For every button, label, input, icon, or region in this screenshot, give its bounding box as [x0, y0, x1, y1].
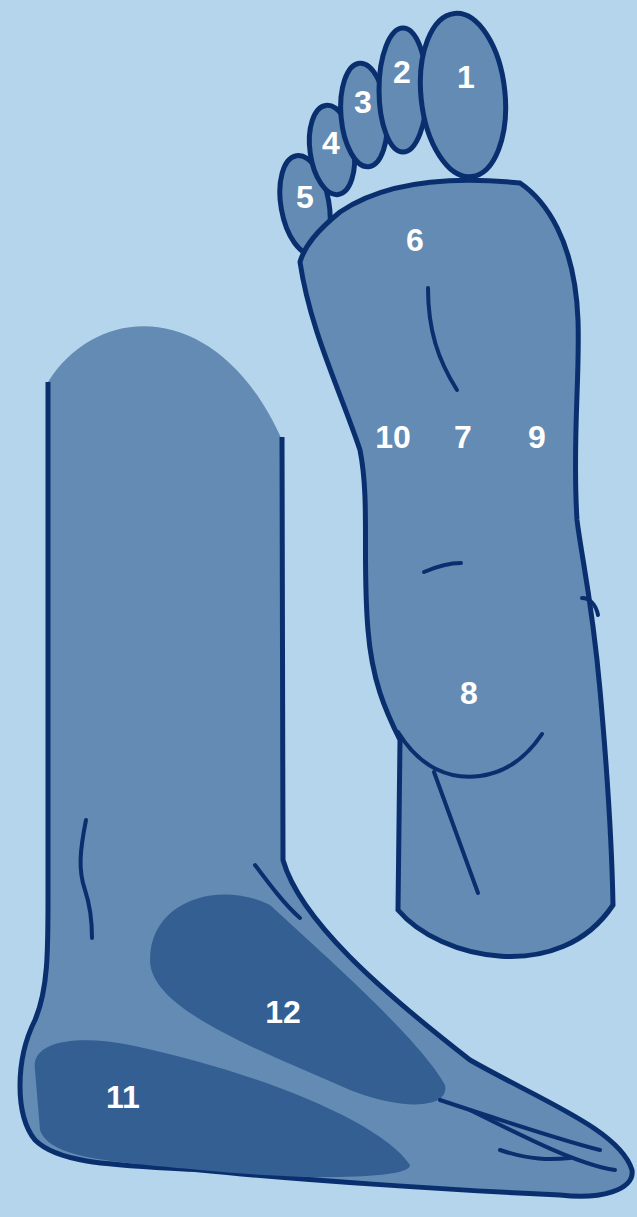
leg-outline: [20, 382, 632, 1196]
callout-number: 5: [296, 181, 314, 213]
callout-number: 1: [457, 61, 475, 93]
callout-number: 4: [322, 127, 340, 159]
callout-number: 2: [393, 56, 411, 88]
callout-number: 6: [406, 224, 424, 256]
sole: [300, 180, 613, 956]
callout-number: 3: [354, 86, 372, 118]
callout-number: 9: [528, 421, 546, 453]
callout-number: 10: [375, 421, 411, 453]
callout-number: 7: [454, 421, 472, 453]
region-11: [35, 1040, 410, 1177]
sole-lines: [398, 288, 598, 893]
callout-number: 12: [265, 996, 301, 1028]
leg: [20, 326, 632, 1196]
leg-lines: [81, 820, 615, 1170]
callout-number: 11: [106, 1081, 140, 1113]
callout-number: 8: [460, 677, 478, 709]
